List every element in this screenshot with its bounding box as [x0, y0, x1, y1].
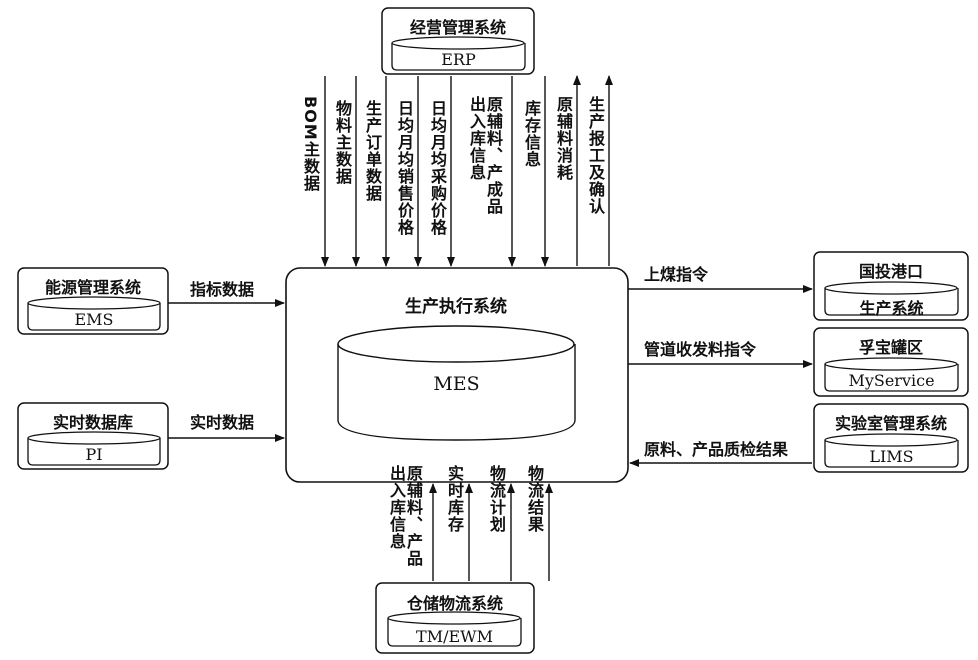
- flow-label-erp-7: 库存信息: [522, 100, 541, 168]
- mes-box: [285, 267, 629, 483]
- flow-label-erp-9: 生产报工及确认: [586, 96, 605, 215]
- fubao-title: 孚宝罐区: [858, 338, 923, 357]
- erp-title: 经营管理系统: [409, 18, 506, 37]
- flow-label-wms-2: 实时库存: [445, 465, 464, 533]
- erp-box: [381, 7, 535, 75]
- port-box: [813, 251, 969, 321]
- flow-label-erp-1: BOM主数据: [301, 96, 320, 192]
- fubao-box: [813, 327, 969, 397]
- mes-db-label: MES: [433, 373, 480, 395]
- flow-label-erp-4: 日均月均销售价格: [395, 100, 414, 236]
- ems-title: 能源管理系统: [44, 278, 141, 297]
- mes-title: 生产执行系统: [405, 297, 507, 317]
- flow-label-erp-6: 原辅料、产成品出入库信息: [467, 96, 503, 215]
- port-title: 国投港口: [858, 262, 923, 281]
- flow-label-erp-5: 日均月均采购价格: [428, 100, 447, 236]
- flow-label-wms-4: 物流结果: [525, 465, 544, 533]
- wms-db-label: TM/EWM: [416, 627, 493, 646]
- wms-box: [375, 582, 535, 654]
- fubao-db-label: MyService: [848, 371, 935, 390]
- pi-title: 实时数据库: [52, 413, 133, 432]
- flow-label-ems: 指标数据: [190, 280, 255, 299]
- port-db-label: 生产系统: [859, 299, 924, 318]
- erp-db-label: ERP: [441, 50, 476, 69]
- flow-label-pi: 实时数据: [190, 413, 255, 432]
- ems-box: [17, 267, 169, 335]
- flow-label-fubao: 管道收发料指令: [644, 340, 757, 359]
- lims-title: 实验室管理系统: [834, 414, 947, 433]
- pi-box: [17, 402, 169, 470]
- flow-label-erp-3: 生产订单数据: [363, 100, 382, 202]
- lims-box: [813, 403, 969, 473]
- wms-title: 仓储物流系统: [406, 594, 503, 613]
- pi-db-label: PI: [85, 445, 103, 464]
- flow-label-port: 上煤指令: [644, 265, 709, 284]
- flow-label-wms-1: 原辅料、产品出入库信息: [387, 465, 423, 567]
- flow-label-lims: 原料、产品质检结果: [644, 440, 789, 459]
- flow-label-erp-2: 物料主数据: [333, 100, 352, 185]
- ems-db-label: EMS: [74, 310, 114, 329]
- flow-label-wms-3: 物流计划: [487, 465, 506, 533]
- flow-label-erp-8: 原辅料消耗: [554, 96, 573, 181]
- lims-db-label: LIMS: [869, 447, 914, 466]
